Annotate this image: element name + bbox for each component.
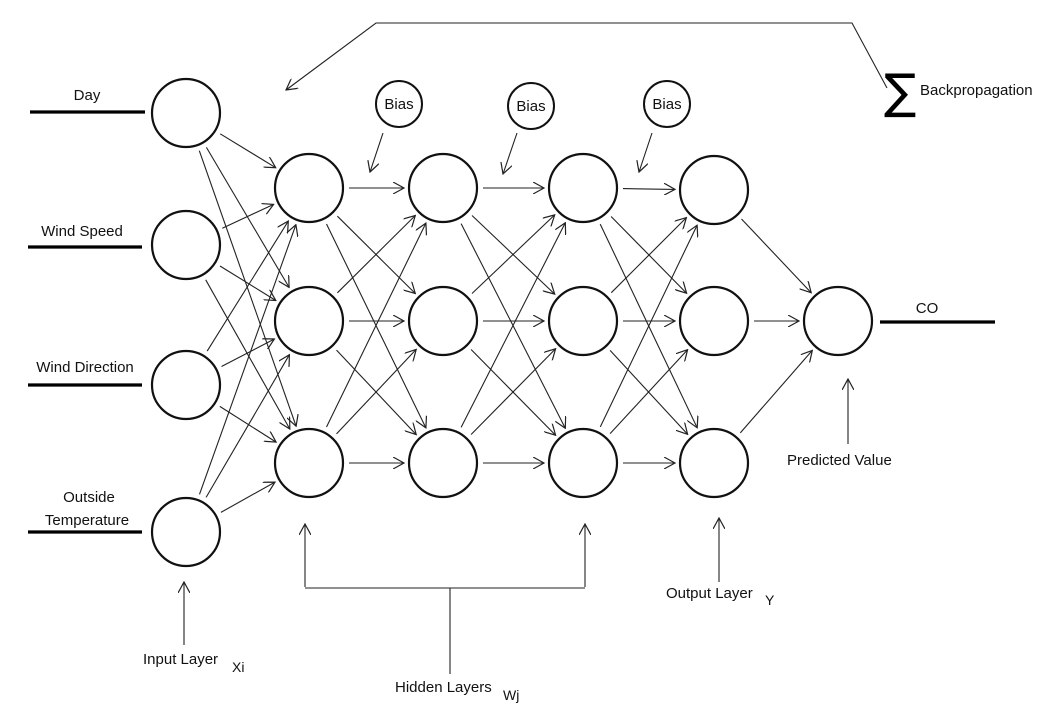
backpropagation-label: Backpropagation [920, 82, 1033, 99]
input-node-3 [150, 496, 222, 568]
connection-arrow-hidden-2-2-to-hidden-3-1 [470, 349, 555, 435]
predicted-value-label: Predicted Value [787, 452, 892, 469]
connection-arrow-hidden-3-2-to-output-0 [599, 225, 697, 428]
hidden-3-node-2 [547, 427, 619, 499]
connection-arrow-output-2-to-prediction-0 [739, 350, 812, 434]
output-layer-label: Output Layer [666, 585, 753, 602]
bias-circle [507, 82, 555, 130]
connection-arrow-hidden-3-2-to-output-1 [609, 350, 688, 434]
hidden-2-node-0 [407, 152, 479, 224]
bias-label: Bias [516, 98, 545, 115]
connection-arrow-input-3-to-hidden-1-0 [198, 225, 296, 495]
hidden-2-node-1 [407, 285, 479, 357]
backpropagation-arrow [286, 22, 888, 90]
connection-arrow-input-1-to-hidden-1-0 [222, 204, 273, 229]
connection-arrow-input-2-to-hidden-1-0 [206, 221, 288, 352]
connection-arrow-hidden-3-1-to-output-0 [610, 218, 686, 294]
input-label: Outside [63, 489, 115, 506]
connection-arrow-input-0-to-hidden-1-1 [205, 147, 289, 287]
input-layer-subscript: Xi [232, 659, 244, 675]
input-label-outside-temperature: Outside Temperature [28, 489, 142, 534]
input-label-wind-speed: Wind Speed [28, 223, 142, 249]
hidden-3-node-1 [547, 285, 619, 357]
bias-circle [375, 80, 423, 128]
output-co: CO [880, 300, 995, 324]
bias-label: Bias [652, 96, 681, 113]
hidden-2-node-2 [407, 427, 479, 499]
connection-arrow-input-2-to-hidden-1-2 [219, 405, 276, 442]
output-layer-annotation: Output Layer Y [666, 518, 775, 608]
connection-arrow-hidden-3-0-to-output-0 [622, 189, 675, 190]
hidden-1-node-1 [273, 285, 345, 357]
connection-arrow-hidden-1-2-to-hidden-2-0 [326, 223, 426, 428]
connection-arrow-hidden-2-2-to-hidden-3-0 [460, 223, 565, 428]
connection-arrow-input-3-to-hidden-1-2 [220, 482, 275, 513]
connection-arrow-input-3-to-hidden-1-1 [205, 355, 289, 498]
input-node-0 [150, 77, 222, 149]
input-label: Day [74, 87, 101, 104]
bias-circle [643, 80, 691, 128]
connection-arrow-output-0-to-prediction-0 [741, 218, 812, 293]
output-label: CO [916, 300, 939, 317]
connection-arrow-hidden-1-1-to-hidden-2-0 [337, 216, 415, 294]
output-node-2 [678, 427, 750, 499]
hidden-layers-subscript: Wj [503, 687, 519, 703]
output-layer-subscript: Y [765, 592, 775, 608]
bias-node: Bias [370, 80, 423, 172]
hidden-1-node-0 [273, 152, 345, 224]
connection-arrow-input-1-to-hidden-1-1 [219, 265, 276, 301]
input-layer-annotation: Input Layer Xi [143, 582, 244, 675]
connection-arrow-input-2-to-hidden-1-1 [221, 339, 275, 367]
bias-node: Bias [639, 80, 691, 172]
input-label: Wind Speed [41, 223, 123, 240]
nodes [150, 77, 874, 568]
connection-arrow-input-0-to-hidden-1-0 [219, 133, 276, 168]
bias-node: Bias [503, 82, 555, 174]
connections [198, 133, 812, 513]
connection-arrow-hidden-1-2-to-hidden-2-1 [336, 349, 417, 435]
output-node-1 [678, 285, 750, 357]
predicted-value-annotation: Predicted Value [787, 379, 892, 469]
input-label-day: Day [30, 87, 145, 114]
connection-arrow-input-1-to-hidden-1-2 [205, 279, 290, 429]
prediction-node-0 [802, 285, 874, 357]
input-node-2 [150, 349, 222, 421]
connection-arrow-input-0-to-hidden-1-2 [198, 150, 296, 427]
input-label: Wind Direction [36, 359, 134, 376]
connection-arrow-hidden-2-1-to-hidden-3-0 [471, 215, 555, 294]
sigma-icon: ∑ [884, 64, 916, 120]
bias-arrow [639, 132, 653, 172]
input-layer-label: Input Layer [143, 651, 218, 668]
hidden-3-node-0 [547, 152, 619, 224]
bias-arrow [370, 132, 384, 172]
input-label: Temperature [45, 512, 129, 529]
bias-arrow [503, 132, 518, 174]
bias-label: Bias [384, 96, 413, 113]
input-label-wind-direction: Wind Direction [28, 359, 142, 387]
hidden-layers-annotation: Hidden Layers Wj [305, 524, 585, 703]
hidden-layers-label: Hidden Layers [395, 679, 492, 696]
backpropagation-path: ∑ Backpropagation [286, 22, 1033, 120]
output-node-0 [678, 154, 750, 226]
input-node-1 [150, 209, 222, 281]
hidden-1-node-2 [273, 427, 345, 499]
